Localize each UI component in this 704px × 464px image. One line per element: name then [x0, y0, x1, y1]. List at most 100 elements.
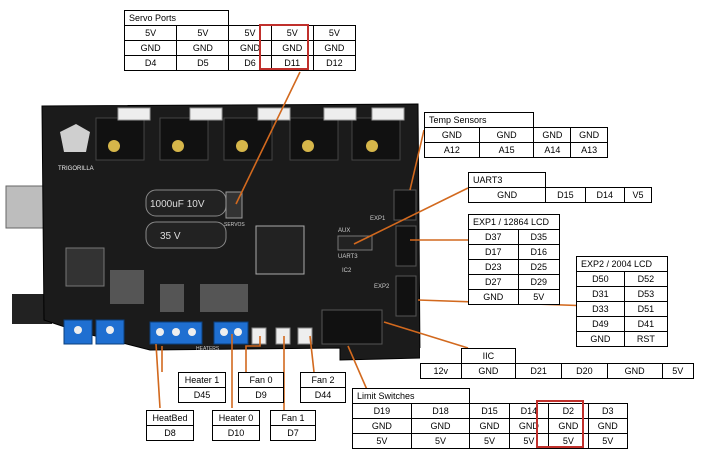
fan0-pin: D9	[255, 390, 267, 400]
cell: 5V	[587, 433, 629, 449]
cell: V5	[623, 187, 653, 203]
capacitor-label: 1000uF 10V	[150, 199, 205, 210]
endstop-header	[321, 309, 383, 345]
cell: D4	[123, 55, 178, 71]
cell: 5V	[661, 363, 695, 379]
cell: D29	[517, 274, 561, 290]
cell: GND	[469, 418, 510, 434]
cell: D12	[312, 55, 357, 71]
cell: 5V	[176, 25, 230, 41]
usb-port	[5, 185, 47, 229]
board-label-heaters: HEATERS	[196, 346, 220, 352]
exp2-title: EXP2 / 2004 LCD	[576, 256, 668, 272]
cell: 5V	[312, 25, 357, 41]
fan2-pin: D44	[314, 390, 332, 400]
cell: GND	[176, 40, 230, 56]
motor-connectors	[117, 107, 405, 121]
mcu-chip	[255, 225, 305, 275]
inductor	[65, 247, 105, 287]
cell: D37	[468, 229, 519, 245]
cell: GND	[460, 363, 517, 379]
fan-connectors	[251, 327, 313, 345]
cell: D17	[468, 244, 519, 260]
temp-sensors-table: Temp Sensors GND GND GND GND A12 A15 A14…	[423, 112, 608, 158]
cell: D33	[576, 301, 625, 317]
board-label-uart3: UART3	[338, 254, 358, 260]
cell: GND	[467, 187, 547, 203]
heatbed-pin: D8	[164, 428, 176, 438]
cell: GND	[570, 127, 608, 143]
fan2-name: Fan 2	[301, 373, 345, 388]
servo-ports-title: Servo Ports	[123, 10, 230, 26]
cell: GND	[468, 289, 519, 305]
heatbed-name: HeatBed	[147, 411, 193, 426]
cell: GND	[352, 418, 412, 434]
cell: D53	[623, 286, 669, 302]
cell: GND	[478, 127, 535, 143]
fan0-name: Fan 0	[239, 373, 283, 388]
cell: D35	[517, 229, 561, 245]
limit-switches-table: Limit Switches D19 D18 D15 D14 D2 D3 GND…	[351, 388, 629, 449]
capacitor-2	[145, 221, 227, 249]
brand-label: TRIGORILLA	[58, 166, 94, 172]
fan0-box: Fan 0 D9	[238, 372, 284, 403]
cell: D21	[515, 363, 563, 379]
cell: A13	[570, 142, 608, 158]
cell: D15	[469, 403, 510, 419]
cell: D18	[410, 403, 471, 419]
cell: GND	[533, 127, 572, 143]
capacitor-label-2: 35 V	[160, 231, 181, 242]
board-label-servos: SERVOS	[224, 222, 245, 228]
cell: GND	[424, 127, 480, 143]
heater0-pin: D10	[227, 428, 245, 438]
servo-d11-highlight	[259, 24, 309, 70]
cell: RST	[623, 331, 669, 347]
terminal-screws	[74, 326, 242, 336]
cell: D23	[468, 259, 519, 275]
board-label-exp1: EXP1	[370, 216, 386, 222]
heater1-name: Heater 1	[179, 373, 225, 388]
cell: D11	[270, 55, 314, 71]
iic-title: IIC	[460, 348, 517, 364]
cell: D25	[517, 259, 561, 275]
limit-switches-title: Limit Switches	[351, 388, 471, 404]
heatbed-box: HeatBed D8	[146, 410, 194, 441]
temp-header	[393, 189, 417, 221]
board-label-exp2: EXP2	[374, 284, 390, 290]
heater0-name: Heater 0	[213, 411, 259, 426]
fan1-box: Fan 1 D7	[270, 410, 316, 441]
cell: 5V	[410, 433, 471, 449]
exp1-header	[395, 225, 417, 267]
fan1-name: Fan 1	[271, 411, 315, 426]
limit-d2-highlight	[536, 400, 584, 448]
cell: D51	[623, 301, 669, 317]
cell: D27	[468, 274, 519, 290]
cell: GND	[576, 331, 625, 347]
cell: D49	[576, 316, 625, 332]
cell: D20	[561, 363, 608, 379]
heater1-pin: D45	[193, 390, 211, 400]
servo-ports-table: Servo Ports 5V 5V 5V 5V 5V GND GND GND G…	[123, 10, 357, 71]
cell: 5V	[517, 289, 561, 305]
cell: GND	[587, 418, 629, 434]
cell: GND	[312, 40, 357, 56]
cell: D16	[517, 244, 561, 260]
exp2-header	[395, 275, 417, 317]
fan1-pin: D7	[287, 428, 299, 438]
uart3-title: UART3	[467, 172, 547, 188]
cell: D15	[545, 187, 586, 203]
cell: D3	[587, 403, 629, 419]
cell: D31	[576, 286, 625, 302]
cell: 5V	[469, 433, 510, 449]
board-label-aux: AUX	[338, 228, 350, 234]
cell: D41	[623, 316, 669, 332]
fan2-box: Fan 2 D44	[300, 372, 346, 403]
stepper-drivers	[95, 117, 401, 161]
heater0-box: Heater 0 D10	[212, 410, 260, 441]
cell: A15	[478, 142, 535, 158]
cell: A14	[533, 142, 572, 158]
